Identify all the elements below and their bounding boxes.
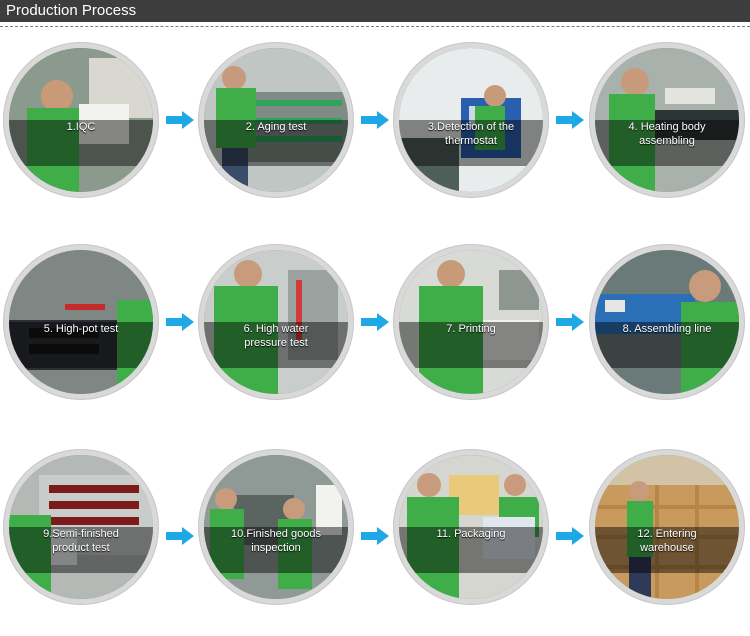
arrow-right-icon xyxy=(166,111,194,129)
semi-finished-photo xyxy=(9,455,153,599)
step-7-label: 7. Printing xyxy=(446,323,496,335)
step-3-label: 3.Detection of the thermostat xyxy=(427,121,515,147)
step-7-circle: 7. Printing xyxy=(393,244,549,400)
high-pot-photo xyxy=(9,250,153,394)
step-6-circle: 6. High water pressure test xyxy=(198,244,354,400)
arrow-right-icon xyxy=(361,111,389,129)
dashed-divider xyxy=(0,26,750,27)
step-8-circle: 8. Assembling line xyxy=(589,244,745,400)
aging-test-photo xyxy=(204,48,348,192)
thermostat-detection-photo xyxy=(399,48,543,192)
header-bar: Production Process xyxy=(0,0,750,22)
step-9-circle: 9.Semi-finished product test xyxy=(3,449,159,605)
step-6-label: 6. High water pressure test xyxy=(243,323,309,349)
step-11-circle: 11. Packaging xyxy=(393,449,549,605)
step-3-circle: 3.Detection of the thermostat xyxy=(393,42,549,198)
arrow-right-icon xyxy=(166,527,194,545)
step-1-label: 1.IQC xyxy=(66,121,96,133)
arrow-right-icon xyxy=(166,313,194,331)
step-5-label: 5. High-pot test xyxy=(43,323,119,335)
iqc-photo xyxy=(9,48,153,192)
step-8-label: 8. Assembling line xyxy=(622,323,712,335)
packaging-photo xyxy=(399,455,543,599)
step-2-label: 2. Aging test xyxy=(245,121,307,133)
step-11-label: 11. Packaging xyxy=(436,528,506,540)
step-10-label: 10.Finished goods inspection xyxy=(231,528,321,554)
step-1-circle: 1.IQC xyxy=(3,42,159,198)
warehouse-photo xyxy=(595,455,739,599)
step-4-circle: 4. Heating body assembling xyxy=(589,42,745,198)
step-12-label: 12. Entering warehouse xyxy=(637,528,697,554)
step-2-circle: 2. Aging test xyxy=(198,42,354,198)
arrow-right-icon xyxy=(556,527,584,545)
finished-goods-photo xyxy=(204,455,348,599)
step-9-label: 9.Semi-finished product test xyxy=(43,528,119,554)
arrow-right-icon xyxy=(361,313,389,331)
step-4-label: 4. Heating body assembling xyxy=(628,121,706,147)
step-10-circle: 10.Finished goods inspection xyxy=(198,449,354,605)
step-5-circle: 5. High-pot test xyxy=(3,244,159,400)
printing-photo xyxy=(399,250,543,394)
arrow-right-icon xyxy=(556,313,584,331)
step-12-circle: 12. Entering warehouse xyxy=(589,449,745,605)
page-title: Production Process xyxy=(6,2,137,19)
arrow-right-icon xyxy=(556,111,584,129)
arrow-right-icon xyxy=(361,527,389,545)
